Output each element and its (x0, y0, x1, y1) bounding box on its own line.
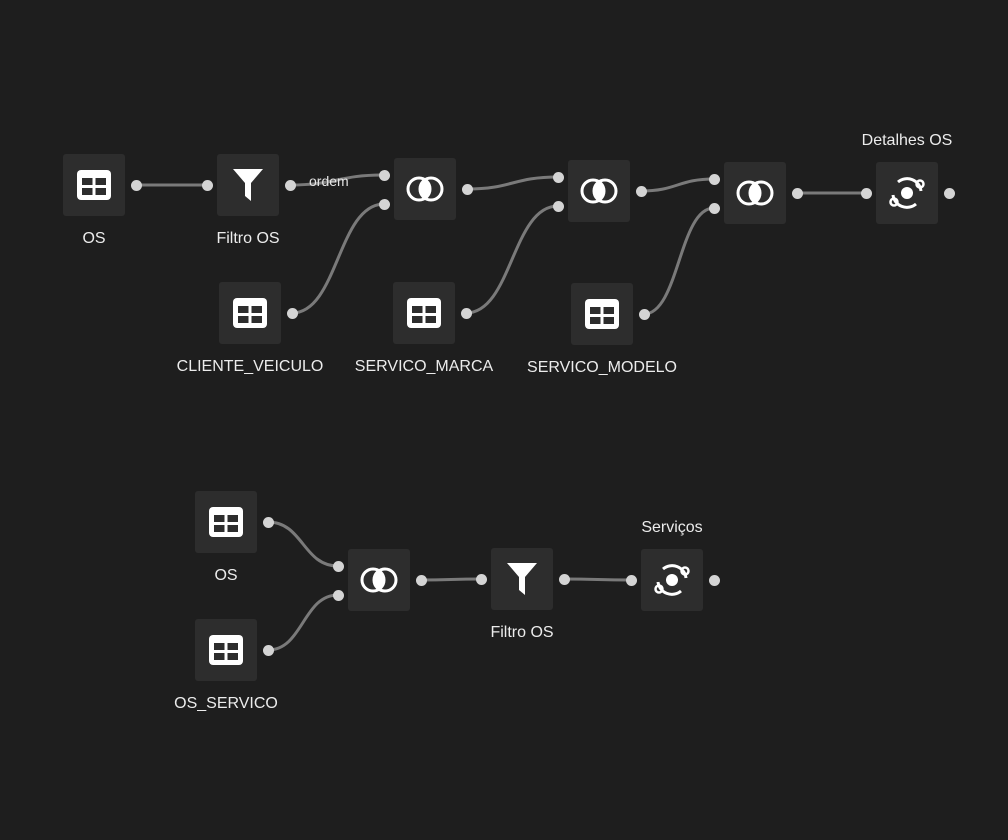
table-icon (206, 630, 246, 670)
output-node[interactable] (876, 162, 938, 224)
table-node[interactable] (195, 491, 257, 553)
join-icon (735, 173, 775, 213)
table-icon (230, 293, 270, 333)
node-label: OS (214, 567, 238, 584)
edge-connector[interactable] (464, 204, 560, 315)
node-label: Serviços (641, 519, 703, 536)
output-port[interactable] (638, 308, 650, 320)
input-port[interactable] (552, 171, 564, 183)
filter-node[interactable] (217, 154, 279, 216)
table-icon (206, 502, 246, 542)
edge-connector[interactable] (290, 202, 386, 315)
node-label: OS (82, 230, 106, 247)
output-port[interactable] (708, 574, 720, 586)
input-port[interactable] (625, 574, 637, 586)
output-icon (652, 560, 692, 600)
node-label: Detalhes OS (861, 132, 953, 149)
input-port[interactable] (201, 179, 213, 191)
join-node[interactable] (724, 162, 786, 224)
input-port[interactable] (860, 187, 872, 199)
input-port[interactable] (378, 198, 390, 210)
output-port[interactable] (943, 187, 955, 199)
join-icon (579, 171, 619, 211)
edge-label: ordem (309, 173, 349, 189)
output-port[interactable] (791, 187, 803, 199)
edge-connector[interactable] (465, 175, 560, 191)
table-icon (404, 293, 444, 333)
input-port[interactable] (475, 573, 487, 585)
edge-connector[interactable] (419, 577, 483, 582)
node-label: Filtro OS (490, 624, 554, 641)
join-icon (359, 560, 399, 600)
input-port[interactable] (332, 589, 344, 601)
output-port[interactable] (635, 185, 647, 197)
node-label: CLIENTE_VEICULO (176, 358, 324, 375)
output-node[interactable] (641, 549, 703, 611)
node-label: SERVICO_MARCA (354, 358, 494, 375)
edge-connector[interactable] (288, 173, 386, 187)
input-port[interactable] (332, 560, 344, 572)
table-node[interactable] (393, 282, 455, 344)
node-label: OS_SERVICO (174, 695, 278, 712)
input-port[interactable] (708, 173, 720, 185)
filter-icon (228, 165, 268, 205)
output-port[interactable] (286, 307, 298, 319)
table-node[interactable] (63, 154, 125, 216)
node-label: Filtro OS (216, 230, 280, 247)
output-port[interactable] (558, 573, 570, 585)
output-port[interactable] (460, 307, 472, 319)
table-node[interactable] (219, 282, 281, 344)
output-icon (887, 173, 927, 213)
output-port[interactable] (415, 574, 427, 586)
join-icon (405, 169, 445, 209)
output-port[interactable] (461, 183, 473, 195)
filter-icon (502, 559, 542, 599)
join-node[interactable] (568, 160, 630, 222)
input-port[interactable] (708, 202, 720, 214)
output-port[interactable] (284, 179, 296, 191)
table-icon (74, 165, 114, 205)
node-label: SERVICO_MODELO (527, 359, 677, 376)
edge-connector[interactable] (639, 177, 716, 193)
output-port[interactable] (130, 179, 142, 191)
join-node[interactable] (348, 549, 410, 611)
edge-connector[interactable] (642, 206, 716, 316)
output-port[interactable] (262, 644, 274, 656)
input-port[interactable] (552, 200, 564, 212)
edge-connector[interactable] (562, 577, 633, 582)
table-icon (582, 294, 622, 334)
input-port[interactable] (378, 169, 390, 181)
edge-connector[interactable] (266, 593, 340, 652)
table-node[interactable] (571, 283, 633, 345)
output-port[interactable] (262, 516, 274, 528)
table-node[interactable] (195, 619, 257, 681)
edge-connector[interactable] (266, 520, 340, 568)
join-node[interactable] (394, 158, 456, 220)
filter-node[interactable] (491, 548, 553, 610)
